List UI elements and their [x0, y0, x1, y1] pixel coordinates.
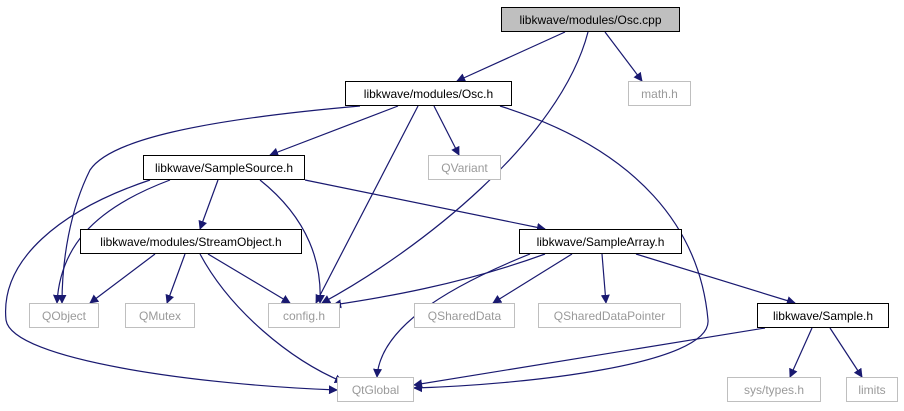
edge-streamobject_h-to-qobject — [89, 253, 156, 304]
node-qobject: QObject — [29, 303, 99, 328]
node-config-h: config.h — [268, 303, 340, 328]
node-qtglobal: QtGlobal — [337, 377, 414, 402]
node-limits: limits — [846, 377, 898, 402]
edge-samplearray_h-to-sample_h — [635, 253, 796, 305]
edge-samplearray_h-to-qshareddata — [492, 253, 573, 304]
node-samplearray-h[interactable]: libkwave/SampleArray.h — [519, 229, 682, 254]
edge-samplesource_h-to-qtglobal — [5, 179, 338, 395]
edge-osc_h-to-qvariant — [433, 105, 460, 156]
edge-samplesource_h-to-config_h — [259, 179, 325, 304]
node-samplesource-h[interactable]: libkwave/SampleSource.h — [143, 155, 305, 180]
edge-osc_h-to-qtglobal — [413, 105, 709, 393]
edge-osc_h-to-config_h — [315, 105, 419, 304]
node-sample-h[interactable]: libkwave/Sample.h — [757, 303, 889, 328]
edge-osc_h-to-qobject — [57, 105, 361, 304]
node-math-h: math.h — [628, 81, 691, 106]
node-streamobject-h[interactable]: libkwave/modules/StreamObject.h — [80, 229, 302, 254]
node-osc-cpp[interactable]: libkwave/modules/Osc.cpp — [501, 7, 680, 32]
node-qvariant: QVariant — [428, 155, 501, 180]
edge-osc_h-to-samplesource_h — [269, 105, 399, 157]
edge-osc_cpp-to-osc_h — [456, 31, 566, 82]
node-qshareddatapointer: QSharedDataPointer — [538, 303, 681, 328]
edge-streamobject_h-to-qtglobal — [199, 253, 344, 384]
edge-osc_cpp-to-config_h — [321, 31, 589, 304]
node-qmutex: QMutex — [125, 303, 195, 328]
edge-samplesource_h-to-samplearray_h — [304, 179, 546, 232]
edge-streamobject_h-to-config_h — [207, 253, 291, 304]
node-osc-h[interactable]: libkwave/modules/Osc.h — [345, 81, 512, 106]
node-sys-types-h: sys/types.h — [727, 377, 821, 402]
edge-osc_cpp-to-math_h — [604, 31, 643, 82]
edge-streamobject_h-to-qmutex — [165, 253, 186, 304]
edge-sample_h-to-systypes_h — [789, 327, 813, 378]
edge-samplearray_h-to-config_h — [332, 253, 546, 309]
node-qshareddata: QSharedData — [414, 303, 515, 328]
edge-sample_h-to-qtglobal — [413, 327, 766, 389]
edge-samplesource_h-to-streamobject_h — [198, 179, 219, 230]
edge-sample_h-to-limits — [829, 327, 863, 378]
edge-samplearray_h-to-qshareddatapointer — [600, 253, 610, 304]
